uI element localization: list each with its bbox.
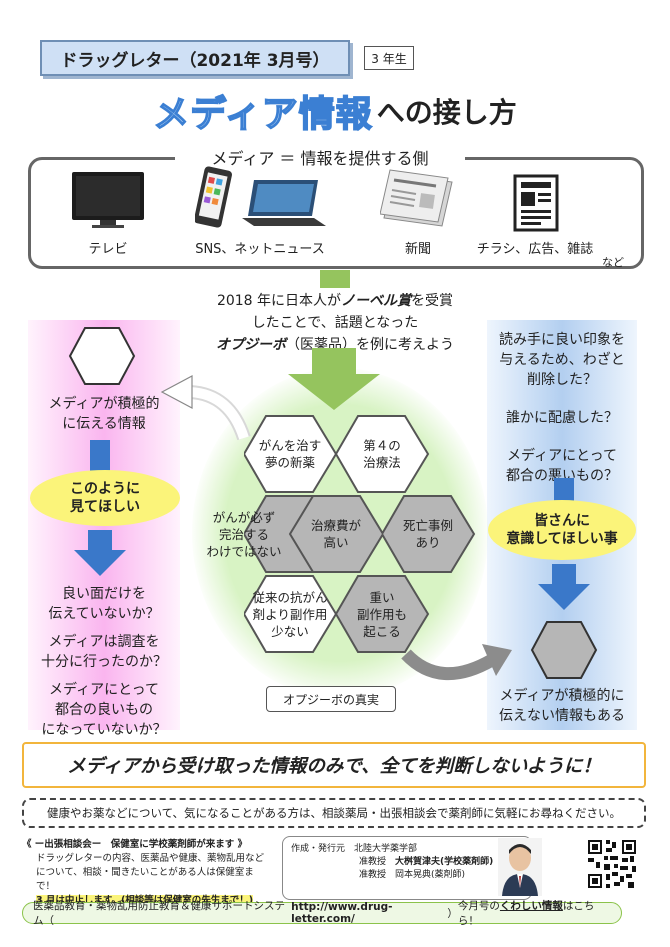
grey-hexagon-right: [530, 621, 598, 679]
newspaper-icon: [380, 169, 453, 227]
hex-label-5: 死亡事例あり: [402, 518, 453, 550]
down-arrow-left: [74, 530, 126, 576]
left-questions: 良い面だけを 伝えていないか？ メディアは調査を 十分に行ったのか？ メディアに…: [41, 586, 167, 738]
hex-old-drug: [244, 575, 338, 653]
connector-bar: [320, 270, 350, 288]
flyer-icon: [513, 174, 559, 232]
newsletter-title: ドラッグレター（2021年 3月号）: [40, 40, 350, 76]
hex-label-6: 従来の抗がん剤より副作用少ない: [252, 589, 328, 639]
right-label: メディアが積極的に 伝えない情報もある: [499, 688, 625, 724]
dispatch-info: 《 ー出張相談会ー 保健室に学校薬剤師が来ます 》 ドラッグレターの内容、医薬品…: [22, 839, 265, 906]
hexagon-death-cases: [382, 495, 476, 573]
left-label: メディアが積極的 に伝える情報: [48, 396, 160, 432]
green-down-arrow: [288, 348, 380, 410]
pharmacist-avatar: [498, 838, 542, 896]
hex-label-2: 第４の治療法: [363, 438, 401, 470]
media-label-flyer: チラシ、広告、雑誌: [476, 242, 594, 257]
intro-text: 2018 年に日本人がノーベル賞を受賞 したことで、話題となった オプジーボ（医…: [216, 293, 454, 353]
hex-label-7: 重い副作用も起こる: [356, 589, 407, 639]
empty-hexagon-left: [68, 327, 136, 385]
site-link[interactable]: http://www.drug-letter.com/: [291, 901, 393, 925]
hex-label-3: がんが必ず完治するわけではない: [206, 509, 282, 559]
qr-code-icon[interactable]: [586, 838, 638, 890]
publisher-box: 作成・発行元 北陸大学薬学部 准教授 大桝賀津夫(学校薬剤師) 准教授 岡本晃典…: [282, 836, 532, 900]
hex-dream-drug: [244, 415, 338, 493]
media-title: メディア ＝ 情報を提供する側: [175, 145, 465, 169]
hexagon-grid: [244, 415, 430, 653]
hex-side-effect: [334, 575, 430, 653]
down-arrow-right: [538, 564, 590, 610]
hex-label-4: 治療費が高い: [310, 518, 361, 550]
hex-fourth-therapy: [334, 415, 430, 493]
media-note: など: [602, 256, 624, 269]
down-bar-right-1: [554, 478, 574, 506]
left-ellipse: このように見てほしい: [30, 470, 180, 526]
curved-arrow-left: [160, 375, 251, 441]
page-headline: メディア情報 への接し方: [0, 86, 670, 136]
headline-highlight: メディア情報: [152, 93, 373, 136]
hex-cost-high: [288, 495, 385, 573]
curved-arrow-right: [401, 644, 512, 681]
footer-bar: 医薬品教育・薬物乱用防止教育＆健康サポートシステム（http://www.dru…: [22, 900, 622, 927]
media-label-sns: SNS、ネットニュース: [195, 242, 325, 257]
truth-label: オプジーボの真実: [266, 686, 396, 712]
laptop-icon: [242, 180, 326, 226]
consult-box: 健康やお薬などについて、気になることがある方は、相談薬局・出張相談会で薬剤師に気…: [22, 798, 646, 828]
down-bar-left-1: [90, 440, 110, 472]
hex-label-1: がんを治す夢の新薬: [258, 438, 322, 470]
more-info-link[interactable]: 今月号のくわしい情報はこちら！: [457, 900, 595, 927]
media-label-newspaper: 新聞: [404, 242, 431, 257]
smartphone-icon: [195, 166, 232, 228]
right-questions: 読み手に良い印象を 与えるため、わざと 削除した？ 誰かに配慮した？ メディアに…: [499, 332, 625, 484]
grade-badge: 3 年生: [364, 46, 414, 70]
right-ellipse: 皆さんに意識してほしい事: [488, 500, 636, 560]
warning-banner: メディアから受け取った情報のみで、全てを判断しないように！: [22, 742, 646, 788]
media-label-tv: テレビ: [88, 242, 128, 257]
tv-icon: [72, 172, 144, 228]
headline-rest: への接し方: [376, 96, 517, 129]
